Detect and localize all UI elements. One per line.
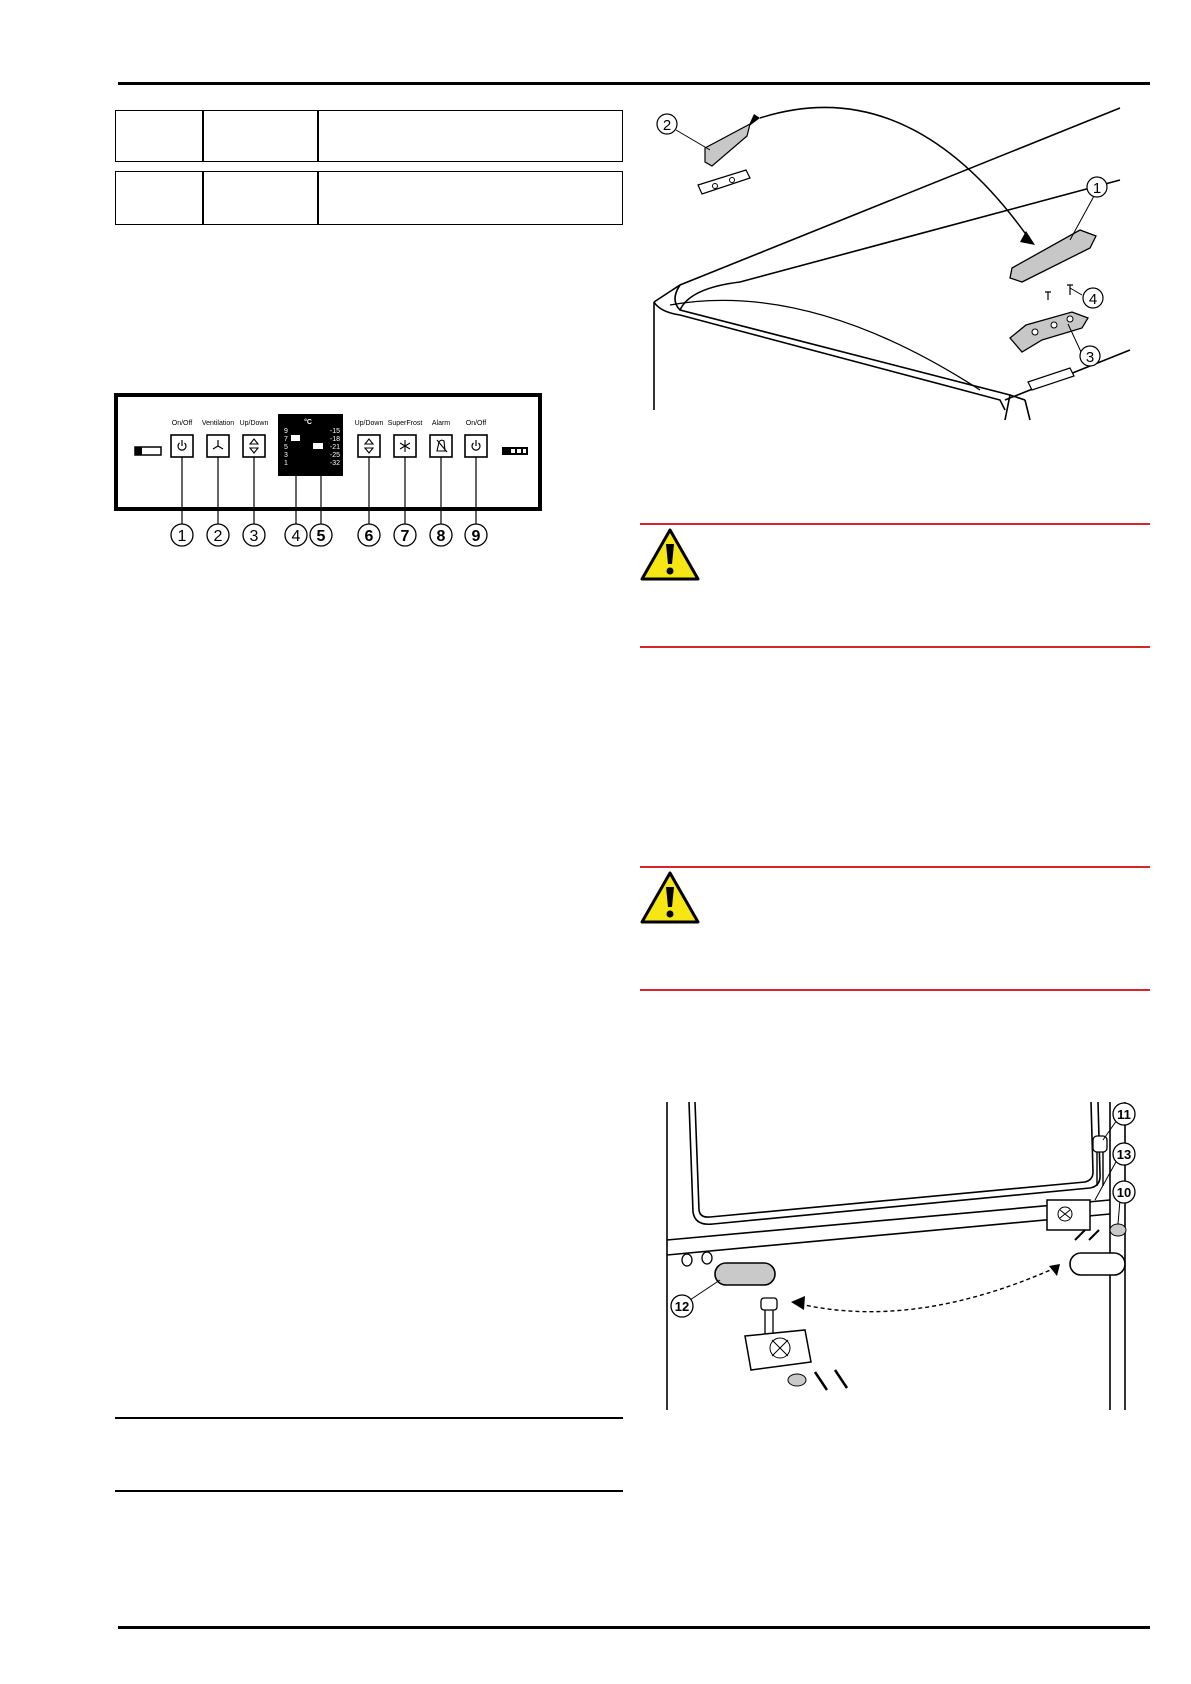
svg-text:2: 2: [663, 117, 671, 134]
up-down-arrow-icon: [248, 438, 260, 454]
move-hinge-arrow: [799, 1267, 1056, 1313]
svg-text:8: 8: [437, 528, 446, 545]
callout-3-top: 3: [1079, 345, 1101, 367]
svg-text:9: 9: [472, 528, 481, 545]
callout-1: 1: [170, 523, 194, 547]
callout-2-top: 2: [656, 113, 678, 135]
display-right-scale-3: -25: [330, 452, 340, 459]
callout-10: 10: [1112, 1180, 1136, 1204]
svg-text:7: 7: [401, 528, 410, 545]
superfrost-button[interactable]: [393, 434, 417, 458]
fan-icon: [212, 440, 224, 450]
up-down-arrow-icon: [363, 438, 375, 454]
display-left-scale-4: 1: [284, 460, 288, 467]
label-on-off-right: On/Off: [466, 420, 487, 427]
fridge-indicator-icon: [134, 446, 162, 456]
footer-rule: [118, 1626, 1150, 1629]
on-off-left-button[interactable]: [170, 434, 194, 458]
temperature-display: °C 9 7 5 3 1 -15 -18 -21 -25 -32: [278, 414, 343, 476]
svg-text:2: 2: [214, 528, 223, 545]
callout-6: 6: [357, 523, 381, 547]
svg-text:13: 13: [1117, 1147, 1131, 1162]
callout-3: 3: [242, 523, 266, 547]
svg-text:3: 3: [1086, 349, 1094, 366]
header-rule: [118, 82, 1150, 85]
svg-text:4: 4: [1089, 291, 1097, 308]
up-down-right-button[interactable]: [357, 434, 381, 458]
display-left-scale-3: 3: [284, 452, 288, 459]
label-up-down-left: Up/Down: [240, 420, 269, 427]
display-right-scale-2: -21: [330, 444, 340, 451]
display-unit: °C: [304, 418, 312, 426]
ventilation-button[interactable]: [206, 434, 230, 458]
label-superfrost: SuperFrost: [388, 420, 423, 427]
info-table-row-2: [115, 171, 623, 225]
callout-11: 11: [1112, 1102, 1136, 1126]
note-top-rule: [115, 1417, 623, 1419]
alarm-button[interactable]: [429, 434, 453, 458]
svg-text:3: 3: [250, 528, 259, 545]
display-right-scale-4: -32: [330, 460, 340, 467]
info-table-row-1: [115, 110, 623, 162]
display-left-scale-2: 5: [284, 444, 288, 451]
label-ventilation: Ventilation: [202, 420, 234, 427]
callout-1-top: 1: [1086, 176, 1108, 198]
display-left-scale-0: 9: [284, 428, 288, 435]
svg-text:6: 6: [365, 528, 374, 545]
warning-1-top-rule: [640, 523, 1150, 525]
callout-2: 2: [206, 523, 230, 547]
callout-12: 12: [670, 1294, 694, 1318]
callout-8: 8: [429, 523, 453, 547]
control-panel-figure: On/Off Ventilation Up/Down Up/Down Super…: [114, 393, 542, 547]
callout-4-top: 4: [1082, 287, 1104, 309]
label-on-off-left: On/Off: [172, 420, 193, 427]
callout-9: 9: [464, 523, 488, 547]
power-icon: [471, 440, 481, 451]
callout-13: 13: [1112, 1142, 1136, 1166]
display-right-scale-1: -18: [330, 436, 340, 443]
display-right-scale-0: -15: [330, 428, 340, 435]
note-bottom-rule: [115, 1490, 623, 1492]
svg-text:1: 1: [178, 528, 187, 545]
callout-5: 5: [309, 523, 333, 547]
warning-2-bottom-rule: [640, 989, 1150, 991]
move-cover-arrow: [759, 106, 1031, 241]
label-up-down-right: Up/Down: [355, 420, 384, 427]
warning-2-top-rule: [640, 866, 1150, 868]
label-alarm: Alarm: [432, 420, 450, 427]
svg-text:1: 1: [1093, 180, 1101, 197]
svg-text:11: 11: [1117, 1107, 1131, 1122]
svg-text:4: 4: [292, 528, 301, 545]
top-view-figure: 2 1 4 3: [653, 106, 1131, 420]
callout-4: 4: [284, 523, 308, 547]
freezer-indicator-icon: [502, 447, 528, 455]
warning-triangle-icon: [640, 871, 700, 924]
power-icon: [177, 440, 187, 451]
bell-icon: [436, 439, 448, 453]
svg-text:12: 12: [675, 1299, 689, 1314]
svg-text:10: 10: [1117, 1185, 1131, 1200]
snowflake-icon: [399, 440, 411, 452]
warning-1-bottom-rule: [640, 646, 1150, 648]
svg-text:5: 5: [317, 528, 326, 545]
display-left-scale-1: 7: [284, 436, 288, 443]
callout-7: 7: [393, 523, 417, 547]
on-off-right-button[interactable]: [464, 434, 488, 458]
warning-triangle-icon: [640, 528, 700, 581]
up-down-left-button[interactable]: [242, 434, 266, 458]
hinge-figure: 12 11 13 10: [666, 1101, 1136, 1410]
